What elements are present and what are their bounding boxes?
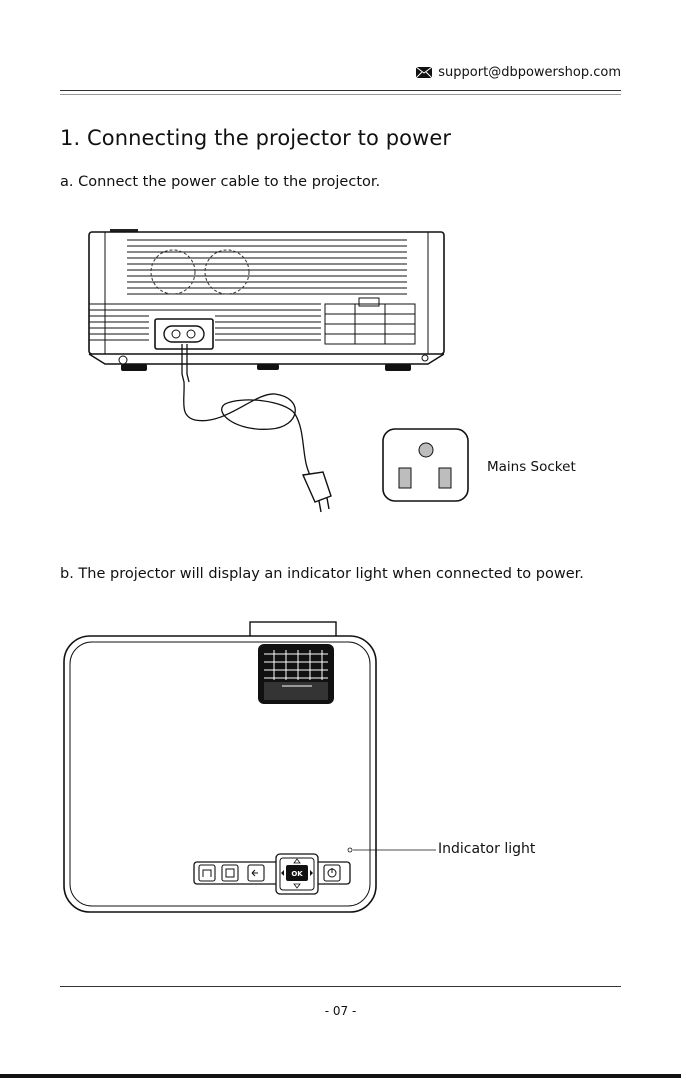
step-a-text: a. Connect the power cable to the projec… (60, 174, 380, 190)
section-title: 1. Connecting the projector to power (60, 126, 451, 150)
email-text: support@dbpowershop.com (438, 65, 621, 80)
envelope-icon (416, 67, 432, 78)
indicator-leader-line (382, 845, 438, 855)
ok-button-label: OK (291, 870, 303, 878)
home-icon (199, 865, 215, 881)
indicator-light-label: Indicator light (438, 841, 535, 857)
projector-top-illustration: OK (62, 620, 382, 920)
page-number: - 07 - (0, 1004, 681, 1018)
indicator-light-dot (348, 848, 352, 852)
mains-socket-label: Mains Socket (487, 459, 576, 475)
mains-socket-illustration (382, 428, 470, 504)
bottom-edge-bar (0, 1074, 681, 1078)
header-rule (60, 90, 621, 91)
step-b-text: b. The projector will display an indicat… (60, 566, 584, 582)
input-icon (222, 865, 238, 881)
header-email: support@dbpowershop.com (416, 65, 621, 80)
footer-rule (60, 986, 621, 987)
header-rule-secondary (60, 94, 621, 95)
